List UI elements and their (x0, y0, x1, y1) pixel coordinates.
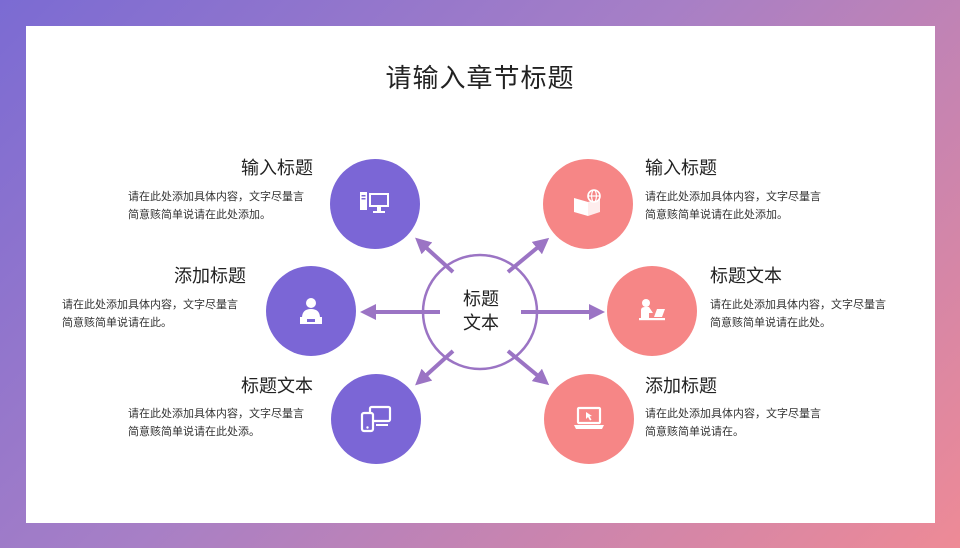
item-6-line-1: 请在此处添加具体内容，文字尽量言 (645, 407, 821, 420)
item-5-line-1: 请在此处添加具体内容，文字尽量言 (710, 298, 886, 311)
item-3-line-2: 简意赅简单说请在此处添。 (128, 425, 260, 438)
item-2-icon-circle (266, 266, 356, 356)
desktop-computer-icon (360, 192, 389, 213)
arrow-upper-right (506, 237, 550, 274)
item-2-description: 请在此处添加具体内容，文字尽量言 简意赅简单说请在此。 (62, 296, 262, 332)
item-4-heading: 输入标题 (645, 158, 717, 179)
item-4-line-1: 请在此处添加具体内容，文字尽量言 (645, 190, 821, 203)
item-5-icon-circle (607, 266, 697, 356)
item-6-heading: 添加标题 (645, 376, 717, 397)
slide-canvas (26, 26, 935, 523)
arrow-upper-left (415, 237, 455, 274)
person-at-laptop-icon (300, 298, 322, 324)
item-1-icon-circle (330, 159, 420, 249)
item-5-line-2: 简意赅简单说请在此处。 (710, 316, 831, 329)
center-label-line-2: 文本 (463, 313, 499, 334)
item-4-line-2: 简意赅简单说请在此处添加。 (645, 208, 788, 221)
globe-laptop-icon (574, 189, 601, 216)
item-1-description: 请在此处添加具体内容，文字尽量言 简意赅简单说请在此处添加。 (128, 188, 328, 224)
item-1-line-2: 简意赅简单说请在此处添加。 (128, 208, 271, 221)
arrow-lower-right (506, 349, 550, 386)
item-5-description: 请在此处添加具体内容，文字尽量言 简意赅简单说请在此处。 (710, 296, 910, 332)
slide-title: 请输入章节标题 (385, 64, 575, 94)
item-2-line-2: 简意赅简单说请在此。 (62, 316, 172, 329)
person-at-desk-icon (639, 299, 665, 321)
item-4-description: 请在此处添加具体内容，文字尽量言 简意赅简单说请在此处添加。 (645, 188, 845, 224)
item-3-description: 请在此处添加具体内容，文字尽量言 简意赅简单说请在此处添。 (128, 405, 328, 441)
center-label-line-1: 标题 (463, 289, 499, 310)
item-3-heading: 标题文本 (241, 376, 313, 397)
item-3-icon-circle (331, 374, 421, 464)
item-2-line-1: 请在此处添加具体内容，文字尽量言 (62, 298, 238, 311)
item-1-heading: 输入标题 (241, 158, 313, 179)
item-6-line-2: 简意赅简单说请在。 (645, 425, 744, 438)
item-1-line-1: 请在此处添加具体内容，文字尽量言 (128, 190, 304, 203)
item-3-line-1: 请在此处添加具体内容，文字尽量言 (128, 407, 304, 420)
item-2-heading: 添加标题 (174, 266, 246, 287)
multiple-devices-icon (360, 405, 392, 433)
center-label: 标题 文本 (446, 288, 516, 336)
item-6-description: 请在此处添加具体内容，文字尽量言 简意赅简单说请在。 (645, 405, 845, 441)
laptop-cursor-icon (574, 406, 604, 429)
item-5-heading: 标题文本 (710, 266, 782, 287)
item-6-icon-circle (544, 374, 634, 464)
arrow-lower-left (415, 349, 455, 386)
item-4-icon-circle (543, 159, 633, 249)
